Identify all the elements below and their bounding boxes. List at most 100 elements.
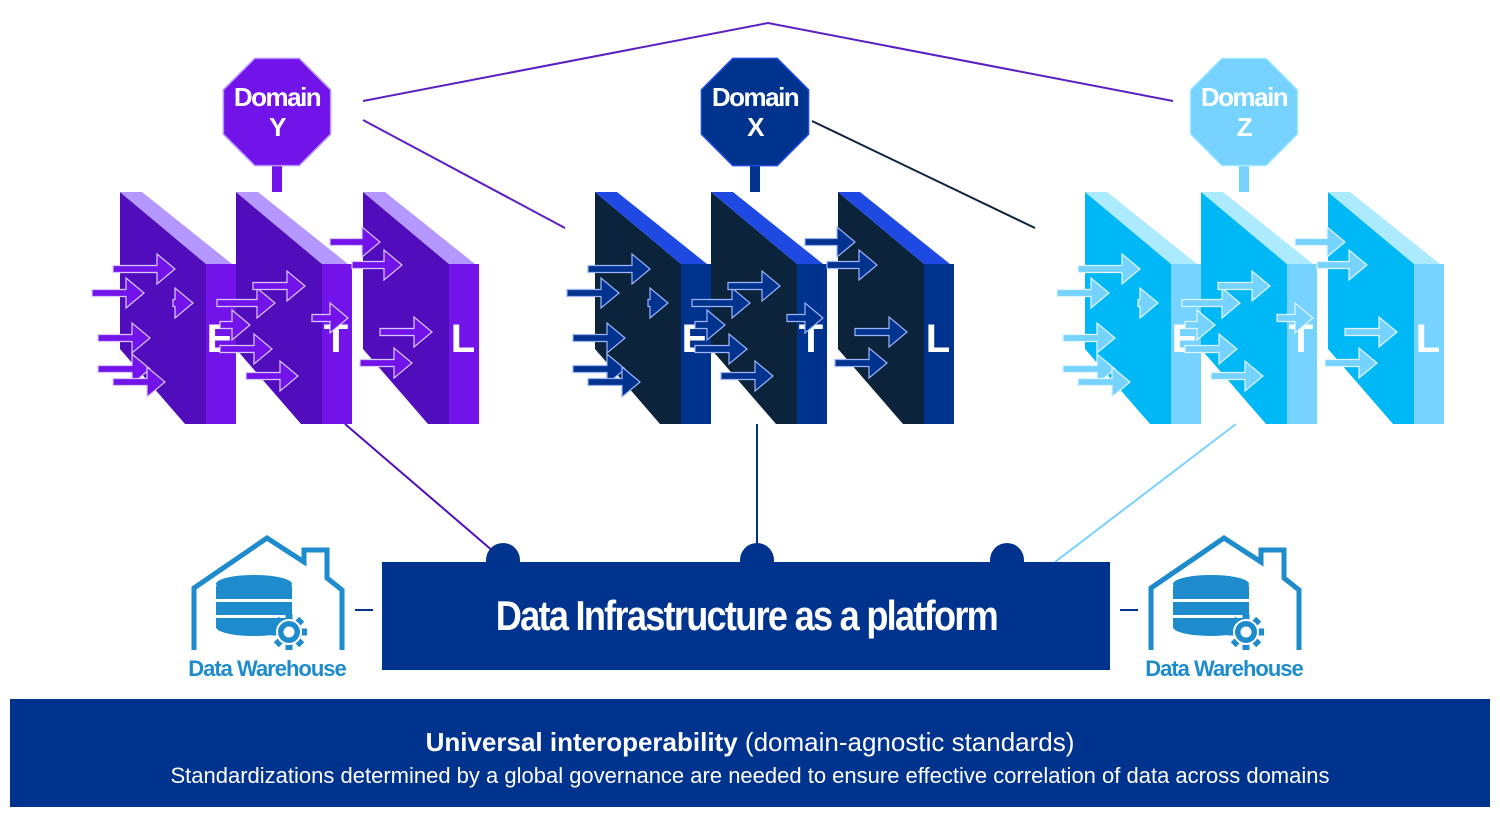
panel-top-bevel: [1085, 192, 1197, 264]
panel-side: [449, 264, 479, 424]
panel-side: [1171, 264, 1201, 424]
flow-arrow: [834, 346, 888, 380]
domain-stem: [750, 160, 760, 192]
db-layer-2: [1173, 602, 1249, 615]
flow-arrow: [97, 352, 151, 386]
platform-title: Data Infrastructure as a platform: [495, 592, 998, 639]
flow-arrows: [566, 225, 908, 399]
panel-face: [711, 192, 797, 424]
flow-arrow: [1077, 252, 1141, 286]
connector-y-to-platform: [344, 423, 495, 553]
gear-tooth: [285, 614, 293, 622]
panel-top-bevel: [1201, 192, 1313, 264]
flow-arrow: [566, 276, 620, 310]
panel-side: [1414, 264, 1444, 424]
flow-arrow: [216, 286, 276, 320]
flow-arrow: [572, 321, 626, 355]
flow-arrow: [112, 365, 166, 399]
top-connector-line: [362, 21, 1174, 102]
flow-arrow: [379, 315, 433, 349]
flow-arrow: [1210, 359, 1264, 393]
flow-arrow: [720, 359, 774, 393]
panel-face: [236, 192, 322, 424]
flow-arrow: [1217, 269, 1271, 303]
connector-y-to-x: [362, 119, 566, 229]
panel-top-bevel: [838, 192, 950, 264]
etl-panel-t: T: [236, 192, 352, 424]
flow-arrow: [91, 276, 145, 310]
domain-octagon: [222, 57, 332, 167]
gear-hole: [283, 626, 295, 638]
panel-side: [681, 264, 711, 424]
flow-arrow: [1184, 308, 1216, 342]
db-layer-1: [216, 586, 292, 599]
flow-arrow: [691, 286, 751, 320]
panel-side: [797, 264, 827, 424]
flow-arrow: [252, 269, 306, 303]
domain-stem: [272, 160, 282, 192]
banner-title-bold: Universal interoperability: [425, 727, 738, 757]
platform-connector-knob: [990, 543, 1024, 565]
flow-arrow: [219, 332, 273, 366]
flow-arrow: [172, 286, 194, 320]
panel-face: [1201, 192, 1287, 424]
flow-arrows: [91, 225, 433, 399]
flow-arrow: [351, 248, 403, 282]
domain-stem: [1239, 160, 1249, 192]
house-outline-icon: [191, 534, 345, 650]
flow-arrow: [727, 269, 781, 303]
flow-arrow: [826, 248, 878, 282]
flow-arrow: [1077, 365, 1131, 399]
domain-label-line1: Domain: [234, 82, 321, 112]
flow-arrow: [219, 308, 251, 342]
domain-label-line2: Y: [269, 112, 286, 142]
connector-z-to-platform: [1054, 423, 1237, 563]
gear-tooth: [285, 642, 293, 650]
banner-title: Universal interoperability (domain-agnos…: [10, 727, 1490, 758]
flow-arrow: [1276, 301, 1314, 335]
db-layer-2: [216, 602, 292, 615]
db-layer-1: [1173, 586, 1249, 599]
banner-subtitle: Standardizations determined by a global …: [170, 763, 1330, 788]
flow-arrow: [1056, 276, 1110, 310]
flow-arrow: [587, 365, 641, 399]
flow-arrow: [1324, 346, 1378, 380]
data-infrastructure-platform: Data Infrastructure as a platform: [382, 562, 1110, 670]
flow-arrow: [1137, 286, 1159, 320]
gear-hole: [1240, 626, 1252, 638]
panel-top-bevel: [120, 192, 232, 264]
connector-x-to-z: [811, 120, 1036, 229]
flow-arrow: [1294, 225, 1346, 259]
platform-connector-knob: [486, 543, 520, 565]
panel-top-bevel: [595, 192, 707, 264]
connector-lines: [344, 21, 1237, 611]
flow-arrow: [587, 252, 651, 286]
flow-arrow: [359, 346, 413, 380]
etl-panel-l: L: [1328, 192, 1444, 424]
domain-octagon: [1189, 57, 1299, 167]
data-warehouse-label: Data Warehouse: [1145, 656, 1303, 681]
panel-side: [1287, 264, 1317, 424]
interoperability-banner: Universal interoperability (domain-agnos…: [10, 699, 1490, 807]
gear-tooth: [1242, 642, 1250, 650]
panel-side: [206, 264, 236, 424]
domain-label-line2: X: [747, 112, 765, 142]
domain-octagon: [700, 57, 810, 167]
flow-arrow: [97, 321, 151, 355]
gear-icon: [271, 614, 307, 650]
flow-arrow: [854, 315, 908, 349]
flow-arrow: [1316, 248, 1368, 282]
flow-arrow: [1062, 321, 1116, 355]
platform-connector-knob: [740, 543, 774, 565]
flow-arrow: [804, 225, 856, 259]
panel-letter-l: L: [926, 317, 950, 361]
panel-top-bevel: [363, 192, 475, 264]
etl-panel-l: L: [838, 192, 954, 424]
